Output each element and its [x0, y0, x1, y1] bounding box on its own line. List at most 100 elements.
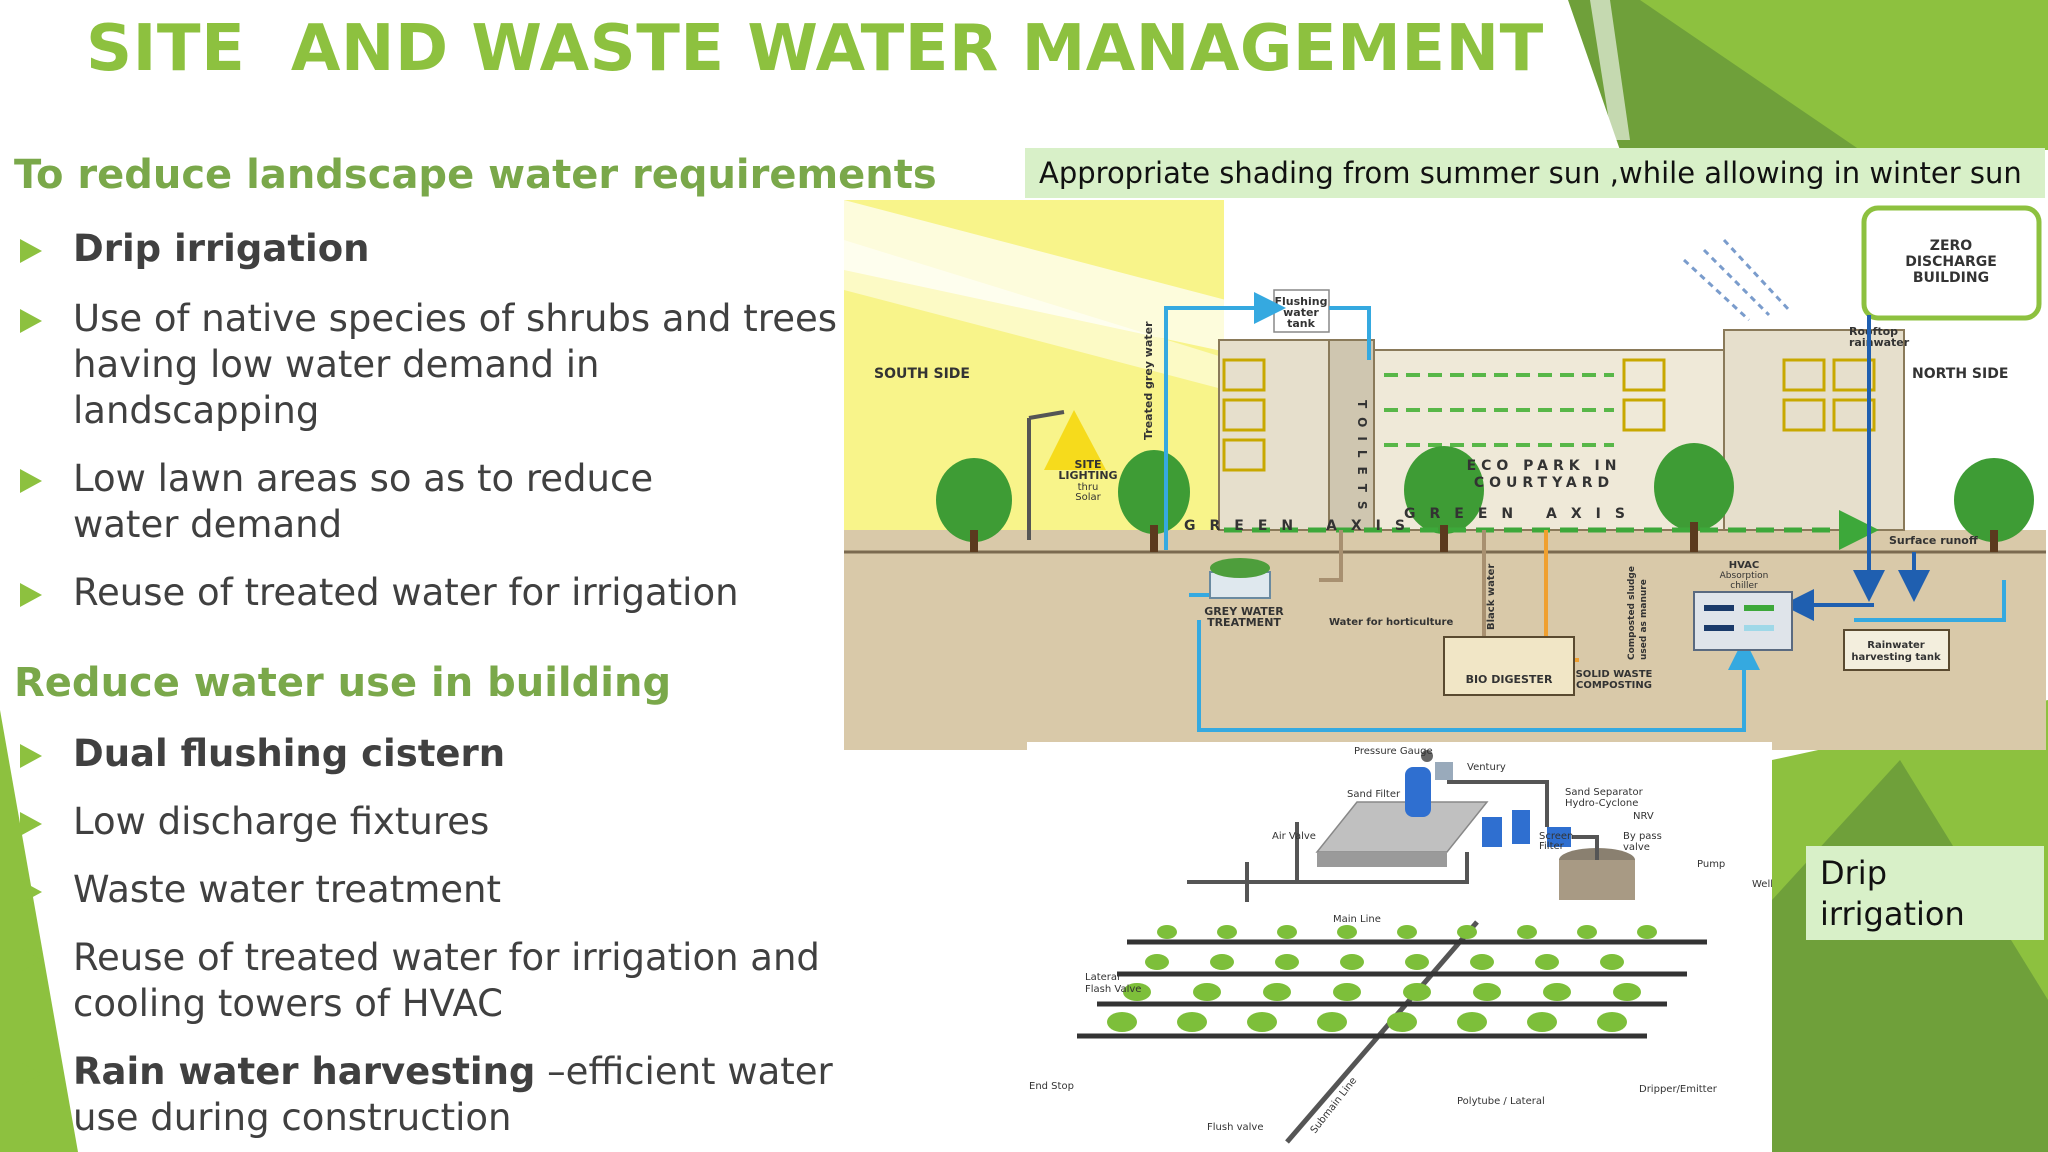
bio-digester-label: BIO DIGESTER: [1466, 673, 1553, 686]
hvac-detail: [1744, 625, 1774, 631]
zero-discharge-badge: [1861, 205, 2042, 321]
rooftop-rainwater-label: Rooftop: [1849, 325, 1898, 338]
composted-sludge-label: Composted sludge: [1627, 566, 1637, 660]
bottom-left-green-shape: [0, 710, 78, 1152]
bullet-arrow-icon: [20, 583, 42, 607]
solar-street-light-icon: [1027, 410, 1106, 540]
rooftop-rainwater-label: rainwater: [1849, 336, 1910, 349]
lateral-lines: [1077, 939, 1707, 1039]
hvac-label: Absorption: [1720, 571, 1769, 581]
water-pipes: [1164, 292, 2006, 732]
screen-filter-icon: [1482, 817, 1502, 847]
rainwater-tank-label: harvesting tank: [1851, 652, 1941, 663]
bullet-arrow-icon: [20, 812, 42, 836]
zero-discharge-label: BUILDING: [1913, 270, 1989, 286]
grey-water-treatment-label: GREY WATER: [1204, 605, 1284, 618]
eco-park-label: COURTYARD: [1474, 475, 1614, 491]
top-right-highlight: [1590, 0, 1630, 140]
screen-filter-label: Filter: [1539, 841, 1565, 852]
eco-park-label: ECO PARK IN: [1467, 458, 1622, 474]
section-heading-landscape: To reduce landscape water requirements: [14, 152, 937, 198]
plant-icons: [1107, 925, 1657, 1032]
solid-waste-label: COMPOSTING: [1576, 680, 1652, 691]
hvac-chiller-icon: [1693, 591, 1793, 651]
building-left: [1218, 339, 1330, 531]
zero-discharge-label: DISCHARGE: [1905, 254, 1997, 270]
bullet-arrow-icon: [20, 948, 42, 972]
bullet-bold-text: Drip irrigation: [73, 227, 370, 270]
site-lighting-label: LIGHTING: [1058, 469, 1117, 482]
bullet-arrow-icon: [20, 880, 42, 904]
toilets-label: TOILETS: [1355, 400, 1369, 519]
rainwater-tank-label: Rainwater: [1867, 640, 1925, 651]
tree-icons: [936, 443, 2034, 552]
bio-digester-icon: [1443, 636, 1575, 696]
bullet-arrow-icon: [20, 309, 42, 333]
south-side-label: SOUTH SIDE: [874, 366, 970, 382]
bullet-arrow-icon: [20, 1062, 42, 1086]
shading-callout: Appropriate shading from summer sun ,whi…: [1025, 148, 2045, 198]
site-water-diagram: ZERO DISCHARGE BUILDING SOUTH SIDE NORTH…: [844, 200, 2046, 750]
flushing-tank-label: Flushing: [1275, 295, 1328, 308]
ventury-icon: [1435, 762, 1453, 780]
lateral-flush-valve-label: Flash Valve: [1085, 984, 1141, 995]
bullet-text: Low discharge fixtures: [73, 800, 490, 843]
flushing-tank-label: tank: [1287, 317, 1316, 330]
zero-discharge-label: ZERO: [1930, 238, 1972, 254]
north-side-label: NORTH SIDE: [1912, 366, 2008, 382]
screen-filter-label: Screen: [1539, 831, 1573, 842]
hvac-detail: [1744, 605, 1774, 611]
surface-runoff-label: Surface runoff: [1889, 534, 1978, 547]
bullet-item: Low discharge fixtures: [14, 799, 844, 845]
bullet-arrow-icon: [20, 239, 42, 263]
rainwater-tank-icon: [1843, 629, 1950, 671]
bypass-valve-label: valve: [1623, 842, 1650, 853]
horticulture-label: Water for horticulture: [1329, 617, 1453, 628]
site-lighting-label: thru: [1078, 482, 1099, 493]
sand-separator-label: Hydro-Cyclone: [1565, 798, 1638, 809]
building-windows: [1222, 358, 1876, 472]
rainwater-pipes: [1782, 315, 1930, 621]
bullet-text: Low lawn areas so as to reduce water dem…: [73, 457, 654, 546]
submain-line: [1285, 920, 1479, 1144]
well-label: Well: [1752, 879, 1772, 890]
bullet-text: Use of native species of shrubs and tree…: [73, 297, 838, 432]
toilet-block: [1328, 339, 1375, 531]
sand-separator-label: Sand Separator: [1565, 787, 1644, 798]
hvac-detail: [1704, 625, 1734, 631]
main-line-label: Main Line: [1333, 914, 1381, 925]
drip-irrigation-diagram: Pressure Gauge Ventury Sand Filter Sand …: [1027, 742, 1772, 1152]
bullet-item: Waste water treatment: [14, 867, 844, 913]
green-axis-label: GREEN AXIS: [1184, 518, 1419, 534]
rain-lines: [1682, 238, 1791, 322]
sand-separator-icon: [1512, 810, 1530, 844]
bullet-item: Reuse of treated water for irrigation an…: [14, 935, 844, 1027]
hvac-label: chiller: [1730, 581, 1758, 591]
well-wall: [1559, 860, 1635, 900]
air-valve-label: Air Valve: [1272, 831, 1316, 842]
filter-platform-side: [1317, 852, 1447, 867]
treated-grey-water-label: Treated grey water: [1142, 321, 1155, 440]
hvac-detail: [1704, 605, 1734, 611]
main-pipes: [1187, 780, 1599, 902]
green-terraces: [1384, 373, 1614, 447]
pressure-gauge-label: Pressure Gauge: [1354, 746, 1433, 757]
bullet-item: Dual flushing cistern: [14, 731, 844, 777]
bullet-text: Waste water treatment: [73, 868, 501, 911]
bullet-item: Low lawn areas so as to reduce water dem…: [14, 456, 754, 548]
nrv-label: NRV: [1633, 811, 1654, 822]
grey-water-treatment-greenery: [1210, 558, 1270, 578]
sand-filter-icon: [1405, 767, 1431, 817]
polytube-label: Polytube / Lateral: [1457, 1096, 1545, 1107]
bullet-arrow-icon: [20, 469, 42, 493]
dripper-label: Dripper/Emitter: [1639, 1084, 1718, 1095]
sun-ray: [844, 200, 1264, 360]
slide-title: SITE AND WASTE WATER MANAGEMENT: [86, 12, 1544, 86]
bullet-text: Reuse of treated water for irrigation: [73, 571, 739, 614]
sand-filter-label: Sand Filter: [1347, 789, 1401, 800]
bullet-item: Use of native species of shrubs and tree…: [14, 296, 844, 434]
bullet-text: Reuse of treated water for irrigation an…: [73, 936, 820, 1025]
bypass-valve-label: By pass: [1623, 831, 1662, 842]
pressure-gauge-icon: [1421, 750, 1433, 762]
building-bullet-list: Dual flushing cistern Low discharge fixt…: [14, 731, 844, 1141]
